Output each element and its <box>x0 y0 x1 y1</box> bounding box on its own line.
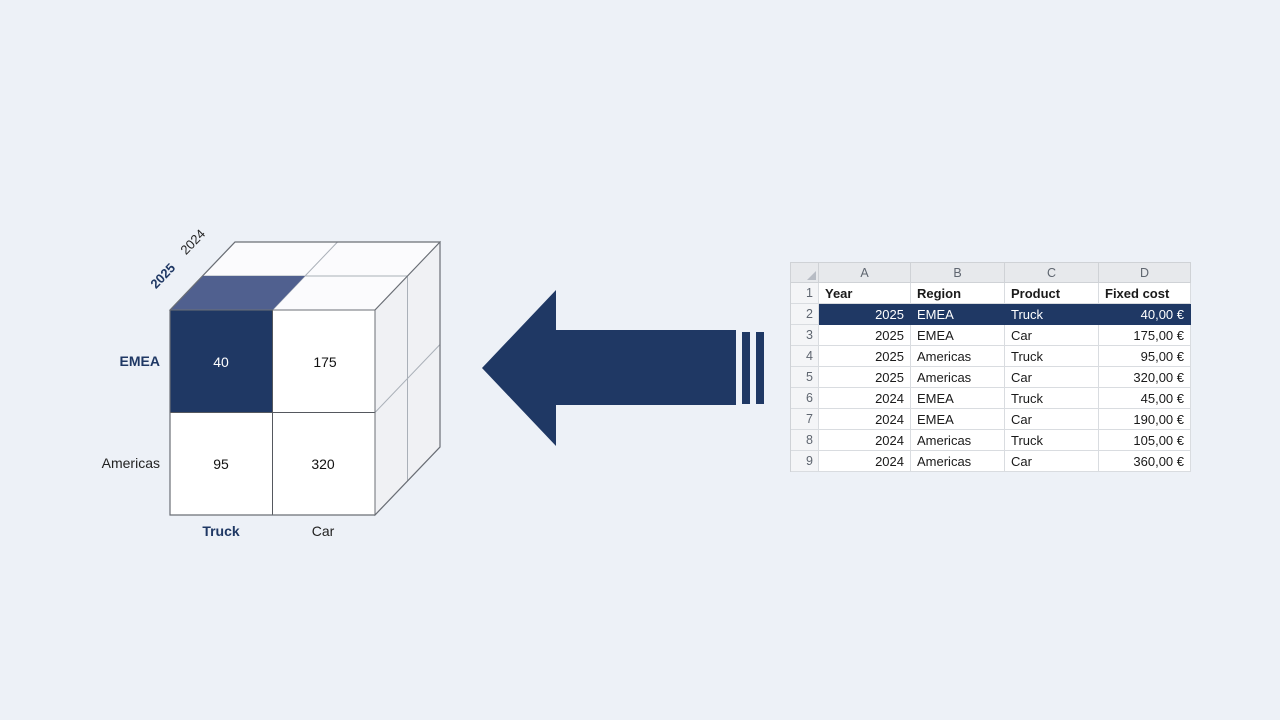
olap-cube: 40 175 95 320 2024 2025 EMEA Americas Tr… <box>80 200 480 560</box>
cube-value-americas-truck: 95 <box>213 456 229 472</box>
cell-region[interactable]: Americas <box>911 346 1005 367</box>
cell-region[interactable]: Americas <box>911 367 1005 388</box>
cell-product[interactable]: Car <box>1005 409 1099 430</box>
cell-region[interactable]: EMEA <box>911 388 1005 409</box>
table-row: 8 2024 Americas Truck 105,00 € <box>791 430 1191 451</box>
cube-label-region-americas: Americas <box>102 455 160 471</box>
arrow-source-bar-2 <box>756 332 764 404</box>
cell-region[interactable]: EMEA <box>911 325 1005 346</box>
cube-label-region-emea: EMEA <box>120 353 160 369</box>
header-fixed-cost[interactable]: Fixed cost <box>1099 283 1191 304</box>
cube-value-americas-car: 320 <box>311 456 335 472</box>
table-row: 6 2024 EMEA Truck 45,00 € <box>791 388 1191 409</box>
spreadsheet: A B C D 1 Year Region Product Fixed cost… <box>790 262 1191 472</box>
select-all-triangle-icon <box>807 271 816 280</box>
header-product[interactable]: Product <box>1005 283 1099 304</box>
cell-fixed-cost[interactable]: 190,00 € <box>1099 409 1191 430</box>
column-header-b[interactable]: B <box>911 263 1005 283</box>
table-row: 7 2024 EMEA Car 190,00 € <box>791 409 1191 430</box>
cell-product[interactable]: Truck <box>1005 388 1099 409</box>
cell-fixed-cost[interactable]: 320,00 € <box>1099 367 1191 388</box>
cell-fixed-cost[interactable]: 45,00 € <box>1099 388 1191 409</box>
cell-year[interactable]: 2025 <box>819 367 911 388</box>
cell-product[interactable]: Car <box>1005 367 1099 388</box>
cell-region[interactable]: EMEA <box>911 409 1005 430</box>
table-header-row: 1 Year Region Product Fixed cost <box>791 283 1191 304</box>
column-header-c[interactable]: C <box>1005 263 1099 283</box>
cell-year[interactable]: 2024 <box>819 430 911 451</box>
cube-value-emea-car: 175 <box>313 354 337 370</box>
cube-depth-edge <box>374 241 441 311</box>
cell-product[interactable]: Truck <box>1005 430 1099 451</box>
cube-label-year-2025: 2025 <box>147 260 178 291</box>
row-number[interactable]: 5 <box>791 367 819 388</box>
cell-region[interactable]: Americas <box>911 451 1005 472</box>
row-number[interactable]: 7 <box>791 409 819 430</box>
row-number[interactable]: 6 <box>791 388 819 409</box>
table-row: 3 2025 EMEA Car 175,00 € <box>791 325 1191 346</box>
cell-product[interactable]: Car <box>1005 325 1099 346</box>
row-number[interactable]: 4 <box>791 346 819 367</box>
arrow-source-bar-1 <box>742 332 750 404</box>
cube-outline <box>169 241 441 516</box>
cell-year[interactable]: 2024 <box>819 409 911 430</box>
cell-fixed-cost[interactable]: 175,00 € <box>1099 325 1191 346</box>
transform-arrow <box>478 287 778 452</box>
left-arrow-icon <box>482 290 736 446</box>
column-header-row: A B C D <box>791 263 1191 283</box>
cell-product[interactable]: Car <box>1005 451 1099 472</box>
olap-cube-drawing: 40 175 95 320 2024 2025 EMEA Americas Tr… <box>102 226 442 539</box>
table-row: 9 2024 Americas Car 360,00 € <box>791 451 1191 472</box>
select-all-corner[interactable] <box>791 263 819 283</box>
row-number[interactable]: 8 <box>791 430 819 451</box>
cube-label-product-truck: Truck <box>202 523 240 539</box>
table-row: 4 2025 Americas Truck 95,00 € <box>791 346 1191 367</box>
cube-highlight-top <box>170 276 305 310</box>
cell-year[interactable]: 2024 <box>819 388 911 409</box>
cell-year[interactable]: 2024 <box>819 451 911 472</box>
cell-year[interactable]: 2025 <box>819 346 911 367</box>
cube-value-emea-truck: 40 <box>213 354 229 370</box>
cube-label-product-car: Car <box>312 523 335 539</box>
cell-region[interactable]: EMEA <box>911 304 1005 325</box>
cell-fixed-cost[interactable]: 360,00 € <box>1099 451 1191 472</box>
row-number[interactable]: 1 <box>791 283 819 304</box>
cell-year[interactable]: 2025 <box>819 325 911 346</box>
cell-year[interactable]: 2025 <box>819 304 911 325</box>
column-header-a[interactable]: A <box>819 263 911 283</box>
cube-highlight-front-cell <box>170 310 273 413</box>
cell-fixed-cost[interactable]: 105,00 € <box>1099 430 1191 451</box>
cell-region[interactable]: Americas <box>911 430 1005 451</box>
row-number[interactable]: 3 <box>791 325 819 346</box>
column-header-d[interactable]: D <box>1099 263 1191 283</box>
row-number[interactable]: 9 <box>791 451 819 472</box>
cell-fixed-cost[interactable]: 40,00 € <box>1099 304 1191 325</box>
table-row: 2 2025 EMEA Truck 40,00 € <box>791 304 1191 325</box>
header-region[interactable]: Region <box>911 283 1005 304</box>
cell-product[interactable]: Truck <box>1005 346 1099 367</box>
cube-label-year-2024: 2024 <box>177 226 208 257</box>
cell-fixed-cost[interactable]: 95,00 € <box>1099 346 1191 367</box>
table-row: 5 2025 Americas Car 320,00 € <box>791 367 1191 388</box>
header-year[interactable]: Year <box>819 283 911 304</box>
cell-product[interactable]: Truck <box>1005 304 1099 325</box>
transform-arrow-drawing <box>482 290 764 446</box>
row-number[interactable]: 2 <box>791 304 819 325</box>
